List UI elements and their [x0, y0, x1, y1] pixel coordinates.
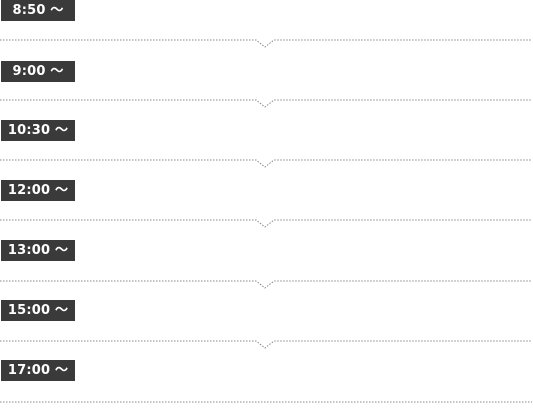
divider-arrow — [0, 34, 532, 48]
divider-line — [0, 396, 532, 410]
time-badge-0850: 8:50 〜 — [1, 0, 75, 21]
time-badge-1300: 13:00 〜 — [1, 240, 75, 261]
divider-arrow-icon — [0, 39, 532, 48]
time-badge-0900: 9:00 〜 — [1, 61, 75, 82]
divider-arrow-icon — [0, 159, 532, 168]
divider-arrow — [0, 214, 532, 228]
time-badge-1030: 10:30 〜 — [1, 120, 75, 141]
divider-arrow-icon — [0, 99, 532, 108]
divider-arrow-icon — [0, 219, 532, 228]
divider-arrow — [0, 154, 532, 168]
divider-arrow — [0, 94, 532, 108]
divider-arrow — [0, 275, 532, 289]
time-badge-1200: 12:00 〜 — [1, 180, 75, 201]
divider-arrow-icon — [0, 280, 532, 289]
time-badge-1700: 17:00 〜 — [1, 360, 75, 381]
divider-arrow-icon — [0, 340, 532, 349]
divider-arrow — [0, 335, 532, 349]
time-badge-1500: 15:00 〜 — [1, 300, 75, 321]
